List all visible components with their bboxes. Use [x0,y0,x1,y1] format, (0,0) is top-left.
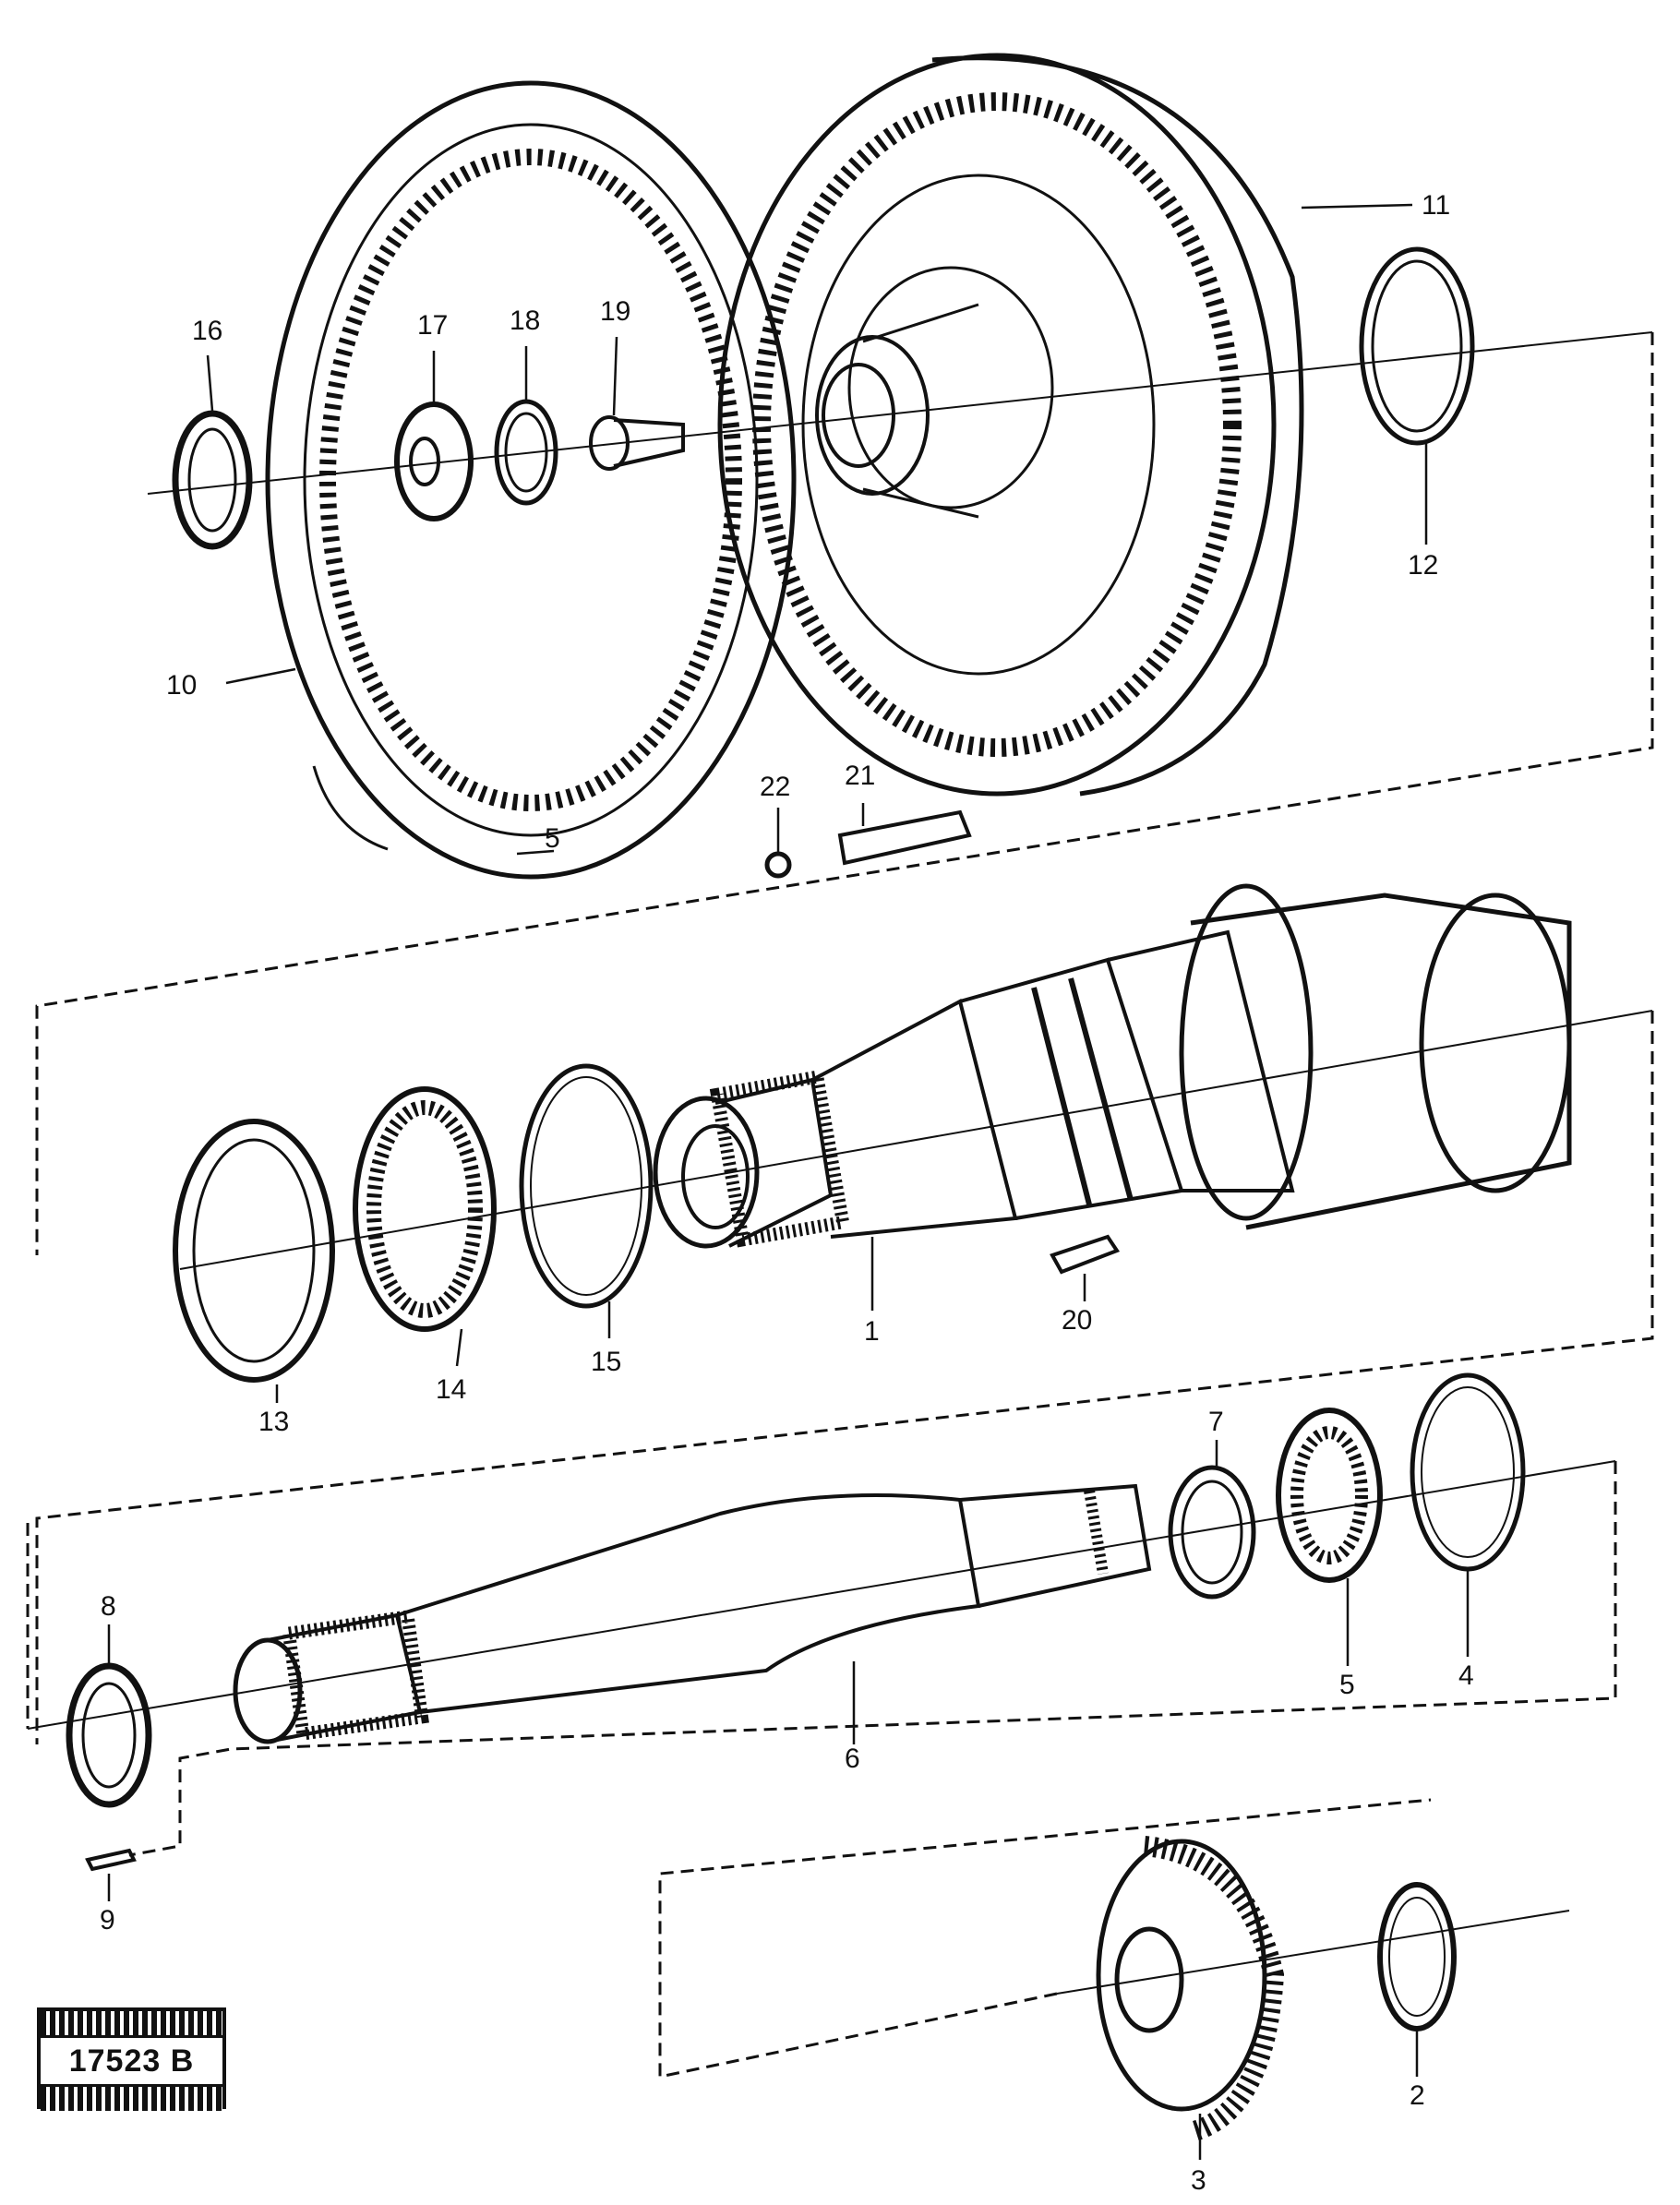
callout-20: 20 [1062,1305,1092,1336]
circlip-4 [1410,1372,1526,1572]
callout-1: 1 [864,1316,880,1347]
stamp-footer-band [41,2084,222,2111]
bolt-21 [837,809,972,866]
ring-2 [1377,1882,1457,2031]
dashed-bracket-middle [35,1011,1654,1744]
ring-15 [519,1063,654,1309]
callout-15: 15 [591,1347,621,1377]
callout-22: 22 [760,772,790,802]
callout-18: 18 [510,306,540,336]
callout-11: 11 [1422,190,1450,221]
axis-line-lower [27,1460,1616,1730]
drawing-number: 17523 B [68,2043,195,2079]
seal-8 [66,1662,152,1808]
axis-line-middle [179,1010,1653,1270]
callout-3: 3 [1191,2165,1206,2196]
screw-19 [589,415,685,471]
ring-7 [1168,1465,1256,1600]
washer-22 [764,851,792,879]
callout-7: 7 [1208,1407,1224,1437]
bearing-17 [394,401,474,521]
bearing-5 [1276,1408,1383,1583]
callout-21: 21 [845,761,875,791]
seal-16 [172,410,253,550]
dashed-bracket-top [35,332,1654,1255]
screw-9 [85,1848,137,1872]
seal-ring-12 [1359,246,1475,446]
ring-gear-10 [265,80,797,880]
callout-13: 13 [258,1407,289,1437]
screw-20 [1050,1234,1121,1275]
leader-lines [107,203,1470,2160]
axis-line-bottom [1056,1910,1570,1995]
callout-5-top: 5 [545,823,560,854]
callout-12: 12 [1408,550,1438,581]
callout-16: 16 [192,316,222,346]
drawing-number-stamp: 17523 B [37,2007,226,2111]
callout-6: 6 [845,1744,860,1774]
axis-line-top [147,331,1653,495]
shaft-1 [653,883,1572,1249]
shaft-6 [233,1483,1152,1744]
callout-9: 9 [100,1905,115,1935]
callout-14: 14 [436,1374,466,1405]
bearing-14 [353,1086,497,1332]
callout-5: 5 [1339,1670,1355,1700]
seal-13 [173,1119,335,1383]
callout-2: 2 [1410,2080,1425,2111]
hub-11 [717,53,1304,797]
dashed-bracket-lower [128,1461,1617,1857]
stamp-header-band [41,2011,222,2038]
callout-8: 8 [101,1591,116,1622]
callout-10: 10 [166,670,197,701]
callout-4: 4 [1458,1660,1474,1691]
dashed-bracket-bottom [658,1798,1432,2079]
gear-3 [1096,1836,1285,2142]
callout-19: 19 [600,296,630,327]
callout-17: 17 [417,310,448,341]
